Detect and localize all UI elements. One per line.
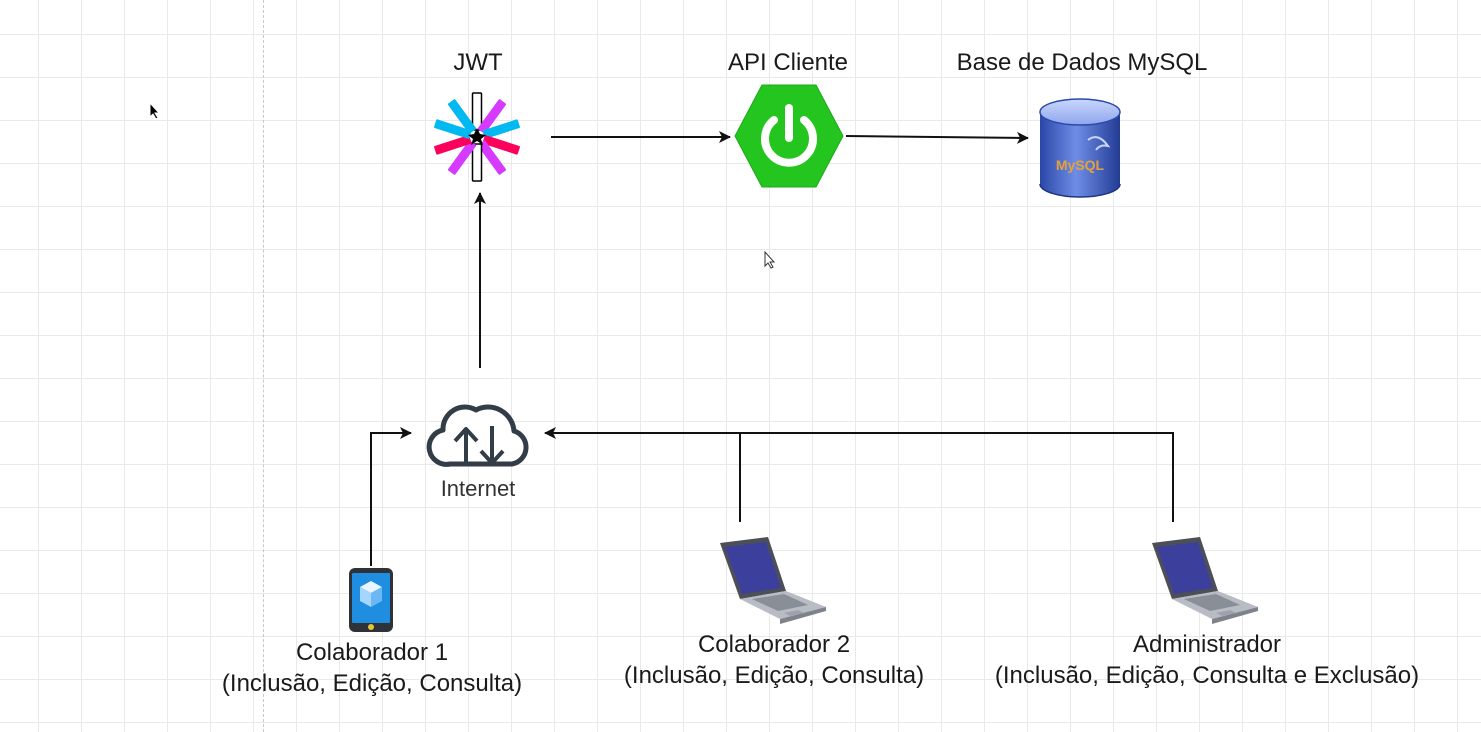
cloud-icon[interactable] (426, 398, 532, 470)
edge-api-db[interactable] (845, 131, 1029, 144)
db-title: Base de Dados MySQL (956, 49, 1208, 76)
laptop-icon[interactable] (1148, 535, 1260, 625)
admin-perms: (Inclusão, Edição, Consulta e Exclusão) (994, 662, 1420, 689)
colab2-name: Colaborador 2 (697, 631, 851, 658)
jwt-title: JWT (453, 49, 503, 76)
laptop-icon[interactable] (716, 535, 828, 625)
colab1-perms: (Inclusão, Edição, Consulta) (221, 670, 523, 697)
colab1-label: Colaborador 1 (Inclusão, Edição, Consult… (202, 637, 542, 699)
smartphone-icon[interactable] (348, 567, 394, 633)
edge-colab1-internet[interactable] (370, 427, 412, 566)
mysql-database-icon[interactable]: MySQL (1036, 96, 1124, 200)
admin-name: Administrador (1132, 631, 1282, 658)
api-title: API Cliente (727, 49, 849, 76)
colab2-label: Colaborador 2 (Inclusão, Edição, Consult… (604, 629, 944, 691)
cursor-icon (764, 250, 776, 274)
jwt-icon[interactable] (430, 90, 524, 184)
admin-label: Administrador (Inclusão, Edição, Consult… (970, 629, 1444, 691)
colab1-name: Colaborador 1 (295, 639, 449, 666)
edge-admin-internet[interactable] (544, 427, 1174, 522)
internet-label: Internet (440, 476, 516, 501)
cursor-icon (149, 101, 161, 125)
swimlane-divider (263, 0, 264, 732)
mysql-logo-text: MySQL (1056, 157, 1105, 173)
colab2-perms: (Inclusão, Edição, Consulta) (623, 662, 925, 689)
spring-power-icon[interactable] (734, 84, 844, 188)
